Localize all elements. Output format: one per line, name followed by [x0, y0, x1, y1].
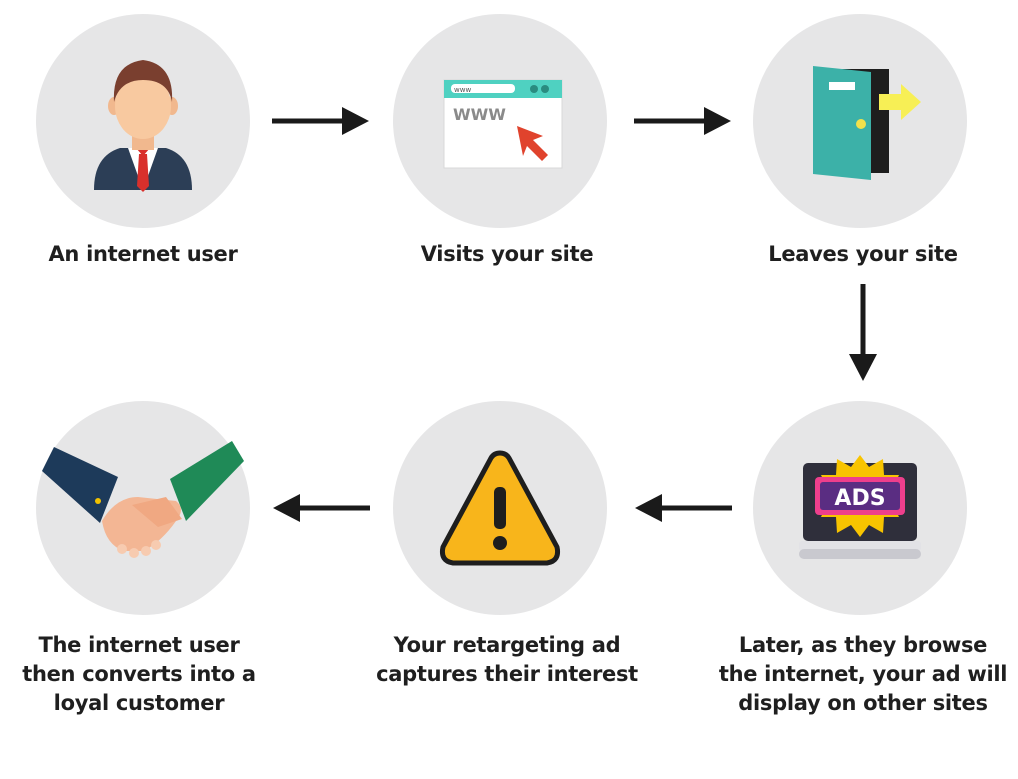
- step-6-circle: [36, 401, 250, 615]
- step-5-circle: [393, 401, 607, 615]
- step-6-label: The internet user then converts into a l…: [10, 631, 268, 718]
- svg-text:ADS: ADS: [834, 486, 885, 511]
- arrow-right-2: [634, 107, 731, 135]
- step-6-label-line: The internet user: [38, 633, 240, 657]
- step-4-label-line: display on other sites: [738, 691, 988, 715]
- svg-text:www: www: [454, 86, 471, 94]
- step-1-label: An internet user: [48, 242, 238, 266]
- step-4-circle: ADS: [753, 401, 967, 615]
- browser-cursor-icon: www WWW: [443, 79, 563, 169]
- arrow-left-1: [635, 494, 732, 522]
- businessman-icon: [94, 60, 192, 192]
- step-2-circle: www WWW: [393, 14, 607, 228]
- arrow-right-1: [272, 107, 369, 135]
- step-6-label-line: loyal customer: [53, 691, 225, 715]
- step-3-circle: [753, 14, 967, 228]
- laptop-ads-icon: ADS: [799, 455, 921, 559]
- step-5-label-line: Your retargeting ad: [393, 633, 621, 657]
- svg-text:WWW: WWW: [453, 105, 506, 124]
- handshake-icon: [42, 441, 244, 558]
- step-2-label: Visits your site: [420, 242, 594, 266]
- arrow-down: [849, 284, 877, 381]
- step-3-label: Leaves your site: [768, 242, 958, 266]
- door-exit-icon: [813, 66, 921, 180]
- arrow-left-2: [273, 494, 370, 522]
- step-4-label-line: Later, as they browse: [738, 633, 988, 657]
- step-4-label-line: the internet, your ad will: [718, 662, 1008, 686]
- step-5-label-line: captures their interest: [376, 662, 638, 686]
- step-4-label: Later, as they browse the internet, your…: [710, 631, 1016, 718]
- warning-icon: [440, 450, 560, 566]
- step-6-label-line: then converts into a: [22, 662, 256, 686]
- step-5-label: Your retargeting ad captures their inter…: [360, 631, 654, 689]
- step-1-circle: [36, 14, 250, 228]
